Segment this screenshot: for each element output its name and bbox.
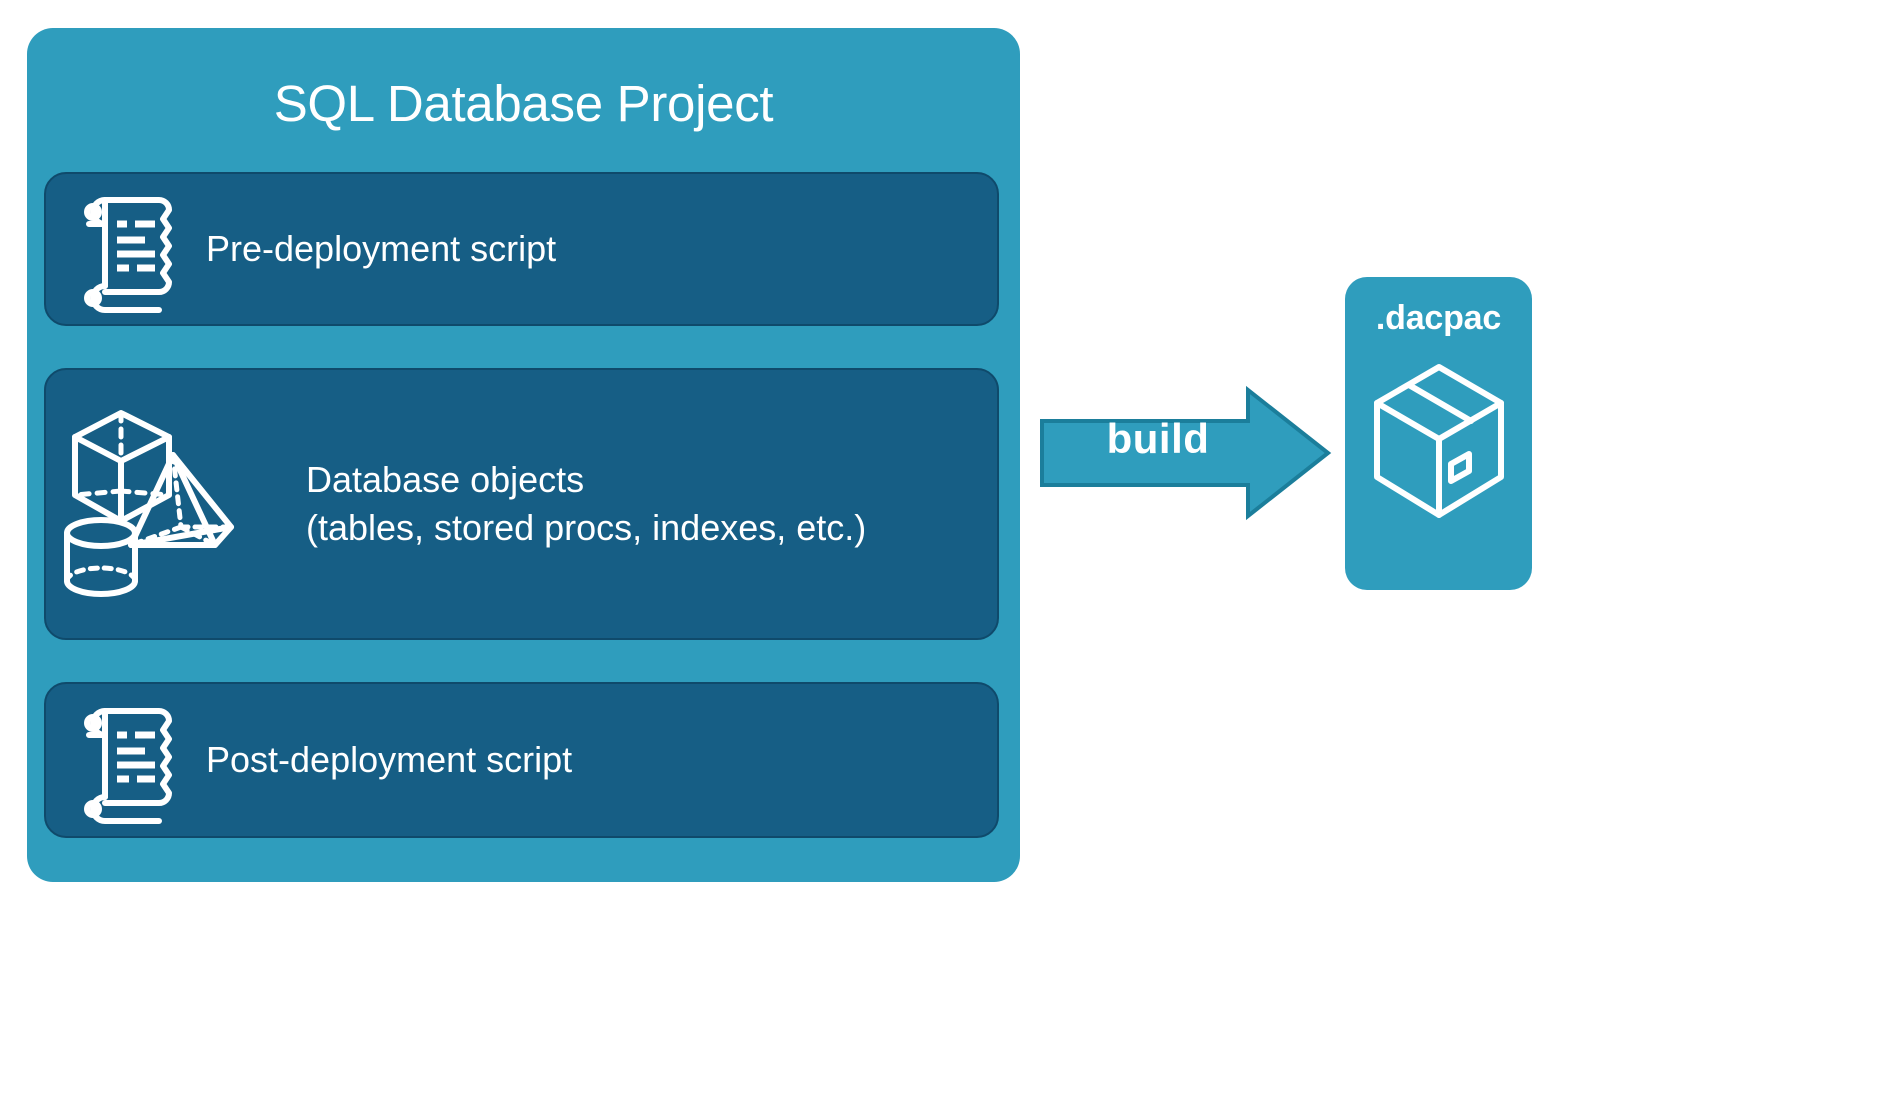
page-title: SQL Database Project [273,75,774,132]
shapes-icon [46,399,306,609]
scroll-icon [46,701,206,824]
dacpac-output-box[interactable]: .dacpac [1345,277,1532,590]
arrow-right-icon [1040,385,1332,521]
package-box-icon [1369,359,1509,524]
scroll-icon [46,190,206,313]
sql-database-project-panel: SQL Database Project [27,28,1020,882]
card-database-objects-label: Database objects (tables, stored procs, … [306,459,867,548]
card-database-objects[interactable]: Database objects (tables, stored procs, … [44,368,999,640]
card-post-deployment-label: Post-deployment script [206,739,573,781]
card-post-deployment-script[interactable]: Post-deployment script [44,682,999,838]
card-pre-deployment-script[interactable]: Pre-deployment script [44,172,999,326]
card-pre-deployment-label: Pre-deployment script [206,228,557,270]
dacpac-label: .dacpac [1375,299,1502,337]
